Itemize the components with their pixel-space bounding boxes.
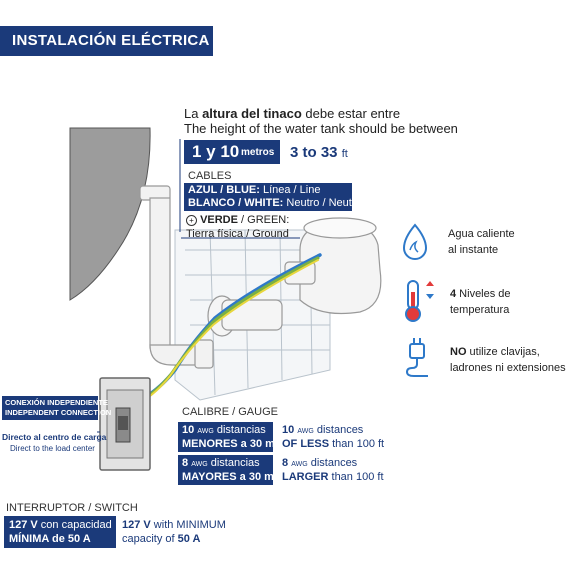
water-drop-icon (402, 223, 428, 260)
direct-load-center-es: Directo al centro de carga (2, 432, 107, 442)
water-tank (69, 127, 151, 301)
switch-en: 127 V with MINIMUM capacity of 50 A (122, 519, 226, 545)
feature-temperature-levels: 4 Niveles de temperatura (450, 288, 511, 316)
title-bar (0, 26, 213, 56)
height-note-en: The height of the water tank should be b… (184, 121, 458, 136)
gauge-heading: CALIBRE / GAUGE (182, 406, 278, 418)
height-note-es: La altura del tinaco debe estar entre (184, 106, 401, 121)
connection-box: CONEXIÓN INDEPENDIENTE INDEPENDENT CONNE… (2, 396, 111, 420)
gauge-row2-es: 8 AWG distancias MAYORES a 30 m (178, 455, 274, 485)
direct-load-center-en: Direct to the load center (10, 444, 95, 453)
thermometer-icon (405, 280, 434, 322)
plug-icon (405, 338, 428, 377)
height-range-es-box: 1 y 10 metros (184, 140, 280, 164)
shower-heater (284, 217, 382, 315)
cables-ground-label: Tierra física / Ground (186, 228, 289, 240)
height-range-en: 3 to 33 ft (290, 144, 348, 161)
gauge-row1-en: 10 AWG distances OF LESS than 100 ft (282, 424, 385, 450)
leader-lines (97, 139, 300, 433)
gauge-row1-es: 10 AWG distancias MENORES a 30 m (178, 422, 275, 452)
cables-green-label: + VERDE / GREEN: (186, 214, 289, 226)
feature-instant-hot-water: Agua caliente al instante (448, 228, 515, 256)
switch-heading: INTERRUPTOR / SWITCH (6, 502, 138, 514)
feature-no-extensions: NO utilize clavijas, ladrones ni extensi… (450, 346, 566, 374)
cables-heading: CABLES (188, 170, 232, 182)
cables-color-box: AZUL / BLUE: Línea / Line BLANCO / WHITE… (184, 183, 364, 211)
switch-es-box: 127 V con capacidad MÍNIMA de 50 A (4, 516, 116, 548)
ground-symbol-icon: + (186, 214, 197, 226)
gauge-row2-en: 8 AWG distances LARGER than 100 ft (282, 457, 384, 483)
page-title: INSTALACIÓN ELÉCTRICA (12, 32, 210, 49)
electrical-wires (125, 253, 322, 410)
wall-switch (99, 377, 151, 471)
